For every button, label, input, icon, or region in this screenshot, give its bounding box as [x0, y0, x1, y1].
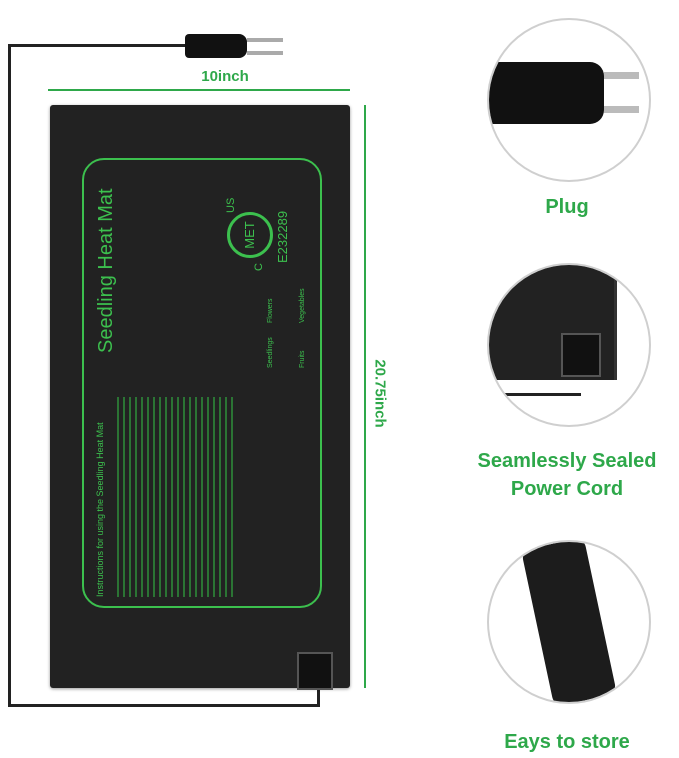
icon-label-fruits: Fruits	[299, 350, 306, 369]
label-panel: Seedling Heat Mat Instructions for using…	[82, 158, 322, 608]
icon-label-vegetables: Vegetables	[299, 288, 306, 323]
icon-label-seedlings: Seedlings	[267, 337, 274, 368]
rolled-mat	[521, 542, 617, 702]
met-logo: MET	[227, 212, 273, 258]
power-cord-closeup-circle	[487, 263, 651, 427]
feature-label-sealed-line1: Seamlessly Sealed	[477, 450, 657, 472]
rotated-label: Seedling Heat Mat Instructions for using…	[87, 163, 317, 603]
junction-box-closeup	[561, 333, 601, 377]
cord-junction-box	[297, 652, 333, 690]
cert-c: C	[253, 263, 265, 271]
feature-label-store: Eays to store	[504, 731, 630, 753]
plug-prong	[247, 38, 283, 42]
width-label: 10inch	[201, 68, 249, 85]
height-dimension-line	[364, 105, 366, 688]
power-cord	[8, 704, 320, 707]
power-cord	[8, 44, 188, 47]
cert-number: E232289	[275, 210, 290, 263]
plug-prong	[604, 72, 639, 79]
feature-label-sealed-line2: Power Cord	[510, 478, 624, 500]
heat-mat: Seedling Heat Mat Instructions for using…	[50, 105, 350, 690]
cert-us: US	[225, 197, 237, 213]
power-cord	[317, 686, 320, 706]
power-cord	[8, 44, 11, 706]
instructions-text	[113, 397, 237, 597]
plug	[185, 34, 247, 58]
rolled-mat-circle	[487, 540, 651, 704]
plug-closeup	[489, 62, 604, 124]
instructions-title: Instructions for using the Seedling Heat…	[95, 422, 105, 597]
width-dimension-line	[48, 89, 350, 91]
plug-prong	[604, 106, 639, 113]
cord-closeup	[489, 393, 581, 396]
plug-closeup-circle	[487, 18, 651, 182]
plug-prong	[247, 51, 283, 55]
mat-title: Seedling Heat Mat	[95, 188, 117, 353]
icon-label-flowers: Flowers	[267, 298, 274, 323]
met-mark: MET	[242, 221, 257, 249]
feature-label-plug: Plug	[545, 196, 589, 218]
height-label: 20.75inch	[371, 359, 389, 428]
